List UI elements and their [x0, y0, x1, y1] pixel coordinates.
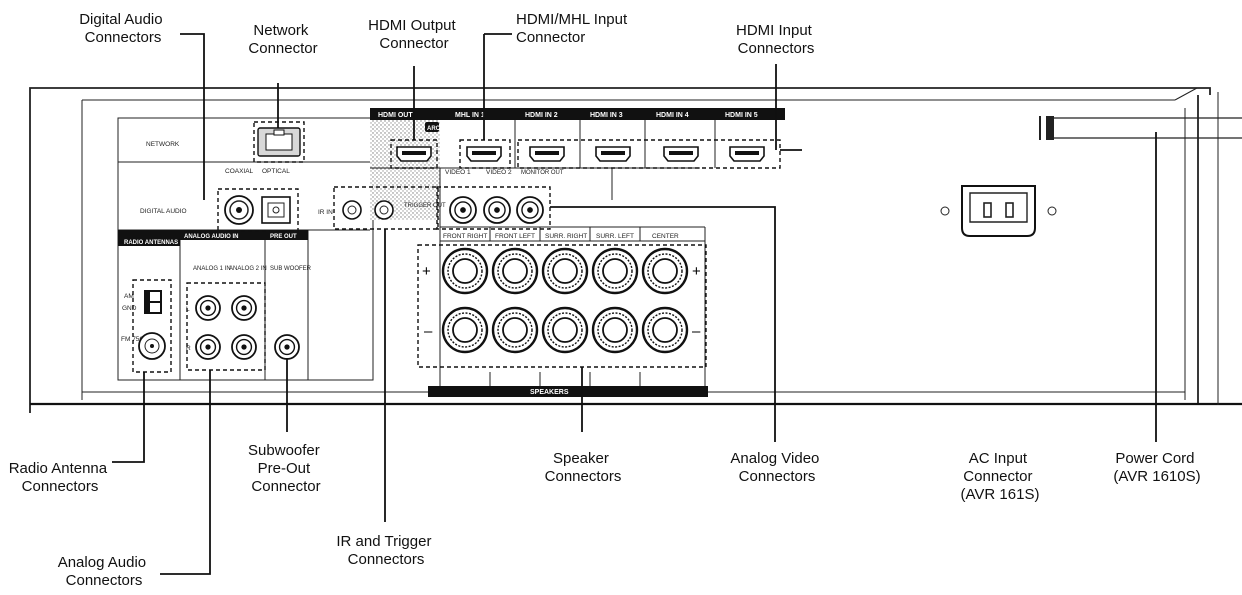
front-left-positive-terminal [491, 247, 539, 295]
callout-ac-input: AC Input Connector (AVR 161S) [961, 450, 1040, 503]
analog-1-right-jack [195, 334, 221, 360]
label-hdmi-in-4: HDMI IN 4 [656, 112, 689, 119]
speaker-terminals [441, 247, 689, 354]
front-right-positive-terminal [441, 247, 489, 295]
video-2-jack [483, 196, 511, 224]
callout-hdmi-inputs: HDMI Input Connectors [736, 22, 816, 57]
label-hdmi-in-1: MHL IN 1 [455, 112, 485, 119]
label-hdmi-in-3: HDMI IN 3 [590, 112, 623, 119]
label-sub-woofer: SUB WOOFER [270, 266, 312, 272]
video-1-jack [449, 196, 477, 224]
callout-radio-antenna: Radio Antenna Connectors [9, 460, 112, 495]
label-digital-audio: DIGITAL AUDIO [140, 208, 187, 215]
hdmi-in-2-port [529, 146, 565, 162]
label-radio-antennas: RADIO ANTENNAS [124, 240, 178, 246]
hdmi-ports [396, 146, 765, 162]
callout-analog-audio: Analog Audio Connectors [58, 554, 151, 589]
power-cord [1039, 116, 1242, 140]
label-am: AM [124, 293, 134, 300]
surr-left-positive-terminal [591, 247, 639, 295]
analog-2-left-jack [231, 295, 257, 321]
callout-digital-audio: Digital Audio Connectors [79, 11, 167, 46]
label-optical: OPTICAL [262, 168, 290, 175]
hdmi-out-port [396, 146, 432, 162]
label-minus-right: – [692, 323, 701, 340]
label-ir-in: IR IN [318, 209, 333, 216]
label-fm-75: FM 75Ω [121, 336, 144, 343]
label-video-2: VIDEO 2 [486, 169, 512, 176]
callout-network: Network Connector [248, 22, 317, 57]
label-monitor-out: MONITOR OUT [521, 170, 564, 176]
callout-hdmi-mhl-input: HDMI/MHL Input Connector [516, 11, 631, 46]
label-gnd: GND [122, 305, 137, 312]
label-plus-right: + [692, 263, 701, 280]
label-front-left: FRONT LEFT [495, 233, 535, 240]
ir-trigger-video: IR IN TRIGGER OUT VIDEO 1 VIDEO 2 MONITO… [318, 168, 706, 395]
callout-ir-trigger: IR and Trigger Connectors [336, 533, 435, 568]
label-analog-2-in: ANALOG 2 IN [229, 266, 267, 272]
label-network: NETWORK [146, 141, 180, 148]
ac-input-socket [940, 185, 1057, 237]
callout-hdmi-output: HDMI Output Connector [368, 17, 460, 52]
label-surr-right: SURR. RIGHT [545, 233, 587, 240]
hdmi-in-4-port [663, 146, 699, 162]
connector-panel: NETWORK DIGITAL AUDIO COAXIAL OPTICAL RA… [117, 117, 374, 381]
label-hdmi-out: HDMI OUT [378, 112, 413, 119]
center-negative-terminal [641, 306, 689, 354]
highlight-boxes [132, 121, 781, 373]
hdmi-in-3-port [595, 146, 631, 162]
hdmi-in-5-port [729, 146, 765, 162]
callout-subwoofer: Subwoofer Pre-Out Connector [248, 442, 324, 495]
rca-jacks [195, 196, 544, 360]
analog-1-left-jack [195, 295, 221, 321]
leader-lines [112, 33, 1157, 575]
surr-right-negative-terminal [541, 306, 589, 354]
callouts: Digital Audio Connectors Network Connect… [9, 11, 1201, 589]
label-arc: ARC [427, 126, 441, 132]
label-center: CENTER [652, 233, 679, 240]
label-ch-r: R [186, 345, 191, 352]
label-hdmi-in-5: HDMI IN 5 [725, 112, 758, 119]
chassis [29, 87, 1242, 413]
front-left-negative-terminal [491, 306, 539, 354]
label-video-1: VIDEO 1 [445, 169, 471, 176]
hdmi-in-1-port [466, 146, 502, 162]
front-right-negative-terminal [441, 306, 489, 354]
callout-power-cord: Power Cord (AVR 1610S) [1113, 450, 1200, 485]
speaker-block: FRONT RIGHT FRONT LEFT SURR. RIGHT SURR.… [422, 227, 708, 397]
callout-analog-video: Analog Video Connectors [730, 450, 823, 485]
surr-left-negative-terminal [591, 306, 639, 354]
label-ch-l: L [186, 306, 190, 313]
label-coaxial: COAXIAL [225, 168, 254, 175]
label-speakers: SPEAKERS [530, 389, 569, 396]
surr-right-positive-terminal [541, 247, 589, 295]
label-surr-left: SURR. LEFT [596, 233, 634, 240]
center-positive-terminal [641, 247, 689, 295]
label-plus-left: + [422, 263, 431, 280]
label-pre-out: PRE OUT [270, 234, 297, 240]
analog-2-right-jack [231, 334, 257, 360]
label-trigger-out: TRIGGER OUT [404, 203, 446, 209]
label-minus-left: – [424, 323, 433, 340]
label-front-right: FRONT RIGHT [443, 233, 487, 240]
callout-speaker: Speaker Connectors [545, 450, 622, 485]
monitor-out-jack [516, 196, 544, 224]
label-hdmi-in-2: HDMI IN 2 [525, 112, 558, 119]
label-analog-audio-in: ANALOG AUDIO IN [184, 234, 238, 240]
subwoofer-jack [274, 334, 300, 360]
label-analog-1-in: ANALOG 1 IN [193, 266, 231, 272]
